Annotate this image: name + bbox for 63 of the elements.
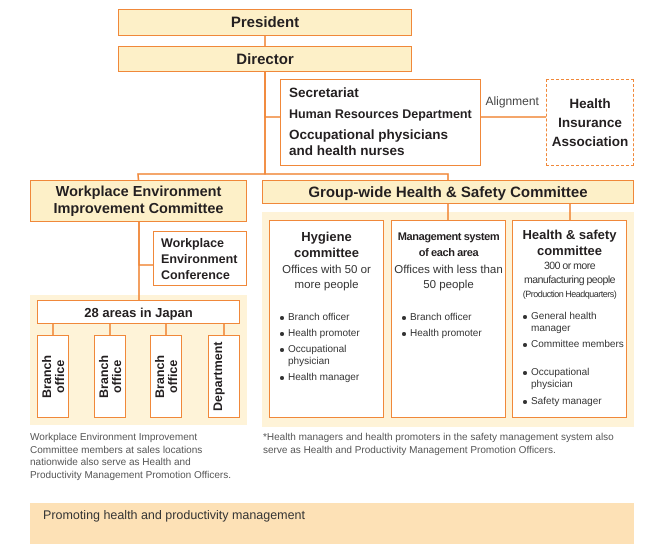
org-box: [118, 46, 412, 72]
edge-label: Alignment: [484, 94, 541, 108]
heading-text: Group-wide Health & Safety Committee: [307, 184, 589, 202]
list-item: Occupational physician: [531, 367, 590, 391]
list-item: Committee members: [531, 339, 624, 351]
heading-text: Hygiene committee: [292, 229, 360, 261]
list-item: Health manager: [288, 372, 360, 384]
heading-text: Secretariat: [289, 85, 359, 102]
heading-text: Promoting health and productivity management: [43, 508, 305, 524]
org-box: [37, 300, 240, 324]
org-box: [94, 335, 126, 418]
org-box: [150, 335, 182, 418]
heading-text: Workplace Environment Conference: [161, 235, 238, 283]
connector-line: [481, 116, 546, 118]
heading-text: President: [230, 14, 300, 32]
connector-line: [264, 36, 266, 46]
committee-box: [30, 180, 247, 222]
org-box: [118, 9, 412, 36]
body-text: Offices with less than 50 people: [394, 263, 503, 293]
committee-panel: [262, 212, 634, 427]
area-panel: [30, 295, 247, 425]
connector-line: [138, 222, 140, 300]
org-box: [280, 79, 481, 166]
list-item: General health manager: [531, 311, 598, 335]
connector-line: [165, 324, 167, 335]
org-box: [153, 231, 247, 286]
committee-card: [269, 220, 384, 418]
info-panel: [30, 503, 634, 544]
committee-card: [391, 220, 506, 418]
list-item: Safety manager: [531, 396, 603, 408]
list-item: Health promoter: [288, 328, 361, 340]
body-text: 300 or more manufacturing people: [523, 259, 616, 287]
org-box: [37, 335, 69, 418]
body-text: Occupational physicians and health nurses: [289, 127, 450, 159]
body-text: (Production Headquarters): [522, 288, 618, 300]
heading-text: 28 areas in Japan: [83, 305, 194, 321]
committee-card: [512, 220, 627, 418]
body-text: Offices with 50 or more people: [281, 263, 372, 293]
heading-text: Management system of each area: [396, 230, 500, 261]
footnote-text: *Health managers and health promoters in the safety management system also serve as Health and Productivity Management Promotion Officers.: [263, 432, 615, 457]
vertical-label: Branch office: [154, 354, 178, 400]
list-item: Health promoter: [410, 328, 483, 340]
committee-box: [262, 180, 634, 204]
vertical-label: Department: [212, 340, 226, 414]
org-box: [208, 335, 240, 418]
connector-line: [447, 204, 449, 220]
vertical-label: Branch office: [98, 354, 122, 400]
external-box: [546, 79, 634, 166]
heading-text: Health & safety committee: [522, 227, 618, 259]
heading-text: Director: [235, 51, 295, 69]
connector-line: [109, 324, 111, 335]
body-text: Human Resources Department: [289, 107, 472, 122]
connector-line: [52, 324, 54, 335]
connector-line: [264, 72, 449, 180]
footnote-text: Workplace Environment Improvement Committee members at sales locations nationwide also serve as Health and Productivity Management Promotion Officers.: [30, 432, 232, 482]
connector-line: [569, 204, 571, 220]
vertical-label: Branch office: [41, 354, 65, 400]
heading-text: Health Insurance Association: [550, 95, 630, 151]
list-item: Occupational physician: [288, 344, 348, 368]
heading-text: Workplace Environment Improvement Committee: [52, 184, 224, 218]
list-item: Branch officer: [410, 312, 473, 324]
list-item: Branch officer: [288, 312, 351, 324]
connector-line: [223, 324, 225, 335]
